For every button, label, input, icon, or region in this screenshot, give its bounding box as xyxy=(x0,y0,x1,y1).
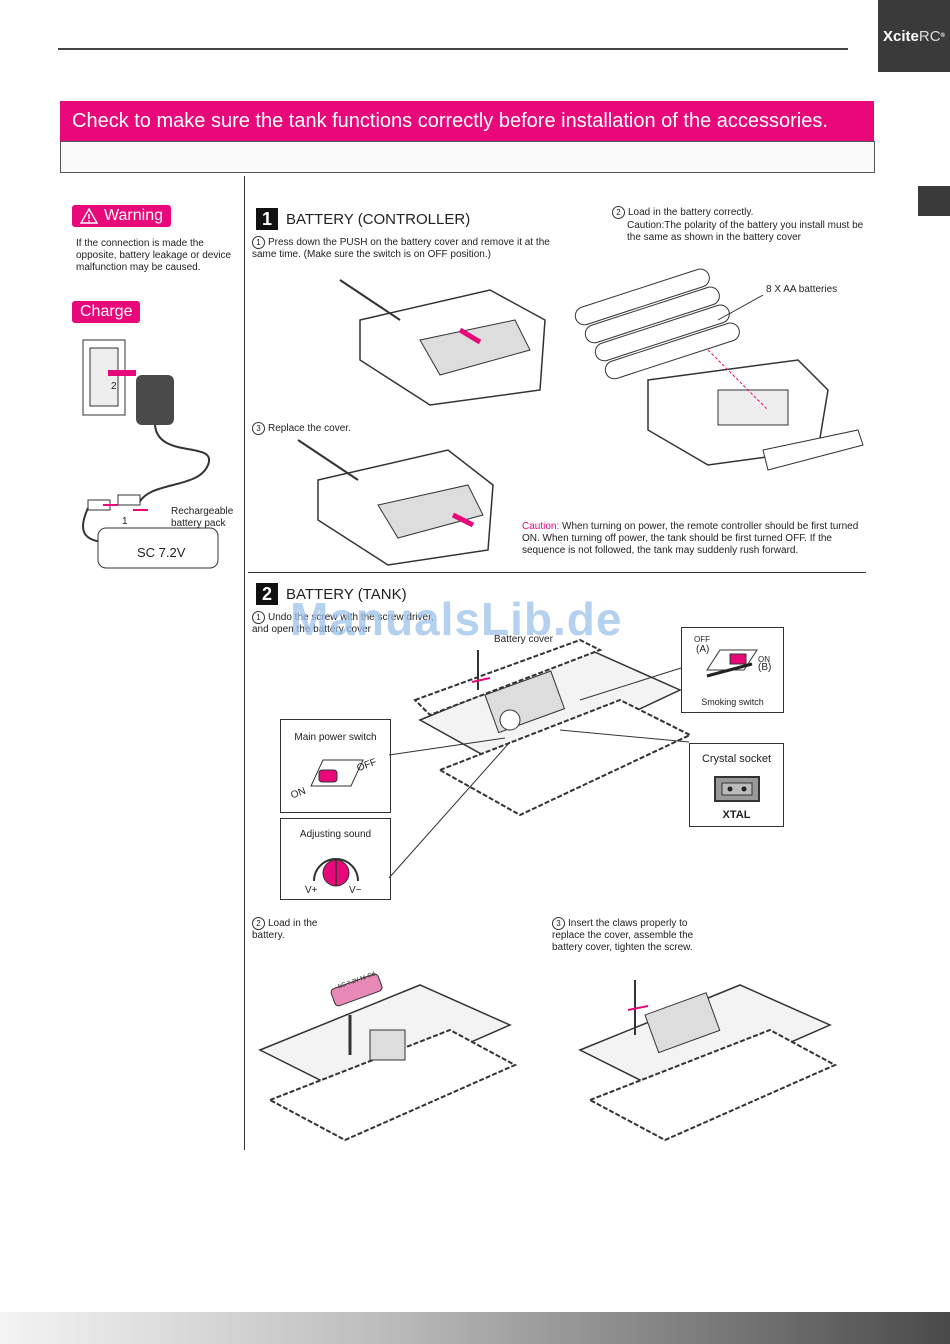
smoking-switch-icon[interactable] xyxy=(702,648,762,678)
batteries-illustration xyxy=(574,268,864,471)
section-divider xyxy=(248,572,866,573)
warning-tag: Warning xyxy=(72,205,171,227)
section1-number: 1 xyxy=(256,208,278,230)
section2-title: 2 BATTERY (TANK) xyxy=(256,583,407,605)
column-divider xyxy=(244,176,245,1150)
batteries-label: 8 X AA batteries xyxy=(766,284,838,295)
page-banner: Check to make sure the tank functions co… xyxy=(60,101,874,141)
crystal-xtal: XTAL xyxy=(722,809,751,821)
crystal-label: Crystal socket xyxy=(701,753,772,765)
banner-subbar xyxy=(60,141,875,173)
smoking-b: (B) xyxy=(758,662,772,673)
adjusting-minus: V− xyxy=(349,885,362,896)
section1-polarity-caution-label: Caution: xyxy=(627,220,665,231)
warning-text: If the connection is made the opposite, … xyxy=(76,238,232,273)
tank-close-cover-illustration xyxy=(578,980,838,1142)
main-power-switch-icon[interactable] xyxy=(303,758,364,798)
section1-caution: Caution: When turning on power, the remo… xyxy=(522,521,872,557)
adjusting-sound-box: Adjusting sound V+ V− xyxy=(280,818,391,900)
warning-icon xyxy=(79,207,99,224)
battery-cover-label: Battery cover xyxy=(494,634,553,645)
main-power-label: Main power switch xyxy=(294,732,377,743)
brand-name-light: RC xyxy=(918,27,941,45)
section2-step2-num: 2 xyxy=(252,917,265,930)
section1-step1-text: Press down the PUSH on the battery cover… xyxy=(252,237,550,261)
charge-step-2: 2 xyxy=(111,381,117,392)
adjusting-label: Adjusting sound xyxy=(299,829,372,840)
smoking-switch-label: Smoking switch xyxy=(701,697,764,707)
tank-load-battery-illustration xyxy=(258,973,518,1142)
tank-open-illustration xyxy=(413,638,693,817)
section1-title: 1 BATTERY (CONTROLLER) xyxy=(256,208,470,230)
warning-label: Warning xyxy=(104,207,163,224)
section2-number: 2 xyxy=(256,583,278,605)
main-power-switch-box: Main power switch ON OFF xyxy=(280,719,391,813)
smoking-on: ON xyxy=(758,655,770,664)
section1-step3-text: Replace the cover. xyxy=(268,423,351,435)
section1-title-text: BATTERY (CONTROLLER) xyxy=(286,210,471,228)
section2-step1-text: Undo the screw with the screw driver, an… xyxy=(252,612,434,636)
section2-step3-num: 3 xyxy=(552,917,565,930)
smoking-switch-box: OFF (A) ON (B) Smoking switch xyxy=(681,627,784,713)
charge-tag: Charge xyxy=(72,301,141,323)
section1-step3-num: 3 xyxy=(252,422,265,435)
charger-illustration xyxy=(82,339,219,569)
smoking-a: (A) xyxy=(696,644,710,655)
section2-title-text: BATTERY (TANK) xyxy=(286,585,407,603)
header-rule xyxy=(58,48,848,50)
side-tab xyxy=(918,186,950,216)
section2-step3-text: Insert the claws properly to replace the… xyxy=(552,918,694,954)
section1-polarity-caution: Caution:The polarity of the battery you … xyxy=(627,220,867,244)
volume-knob-icon[interactable] xyxy=(311,849,361,889)
smoking-off: OFF xyxy=(694,635,710,644)
controller-closed-illustration xyxy=(297,439,494,566)
brand-name-bold: Xcite xyxy=(883,27,919,45)
watermark: ManualsLib.de xyxy=(290,593,623,645)
charge-step-1: 1 xyxy=(122,516,128,527)
section1-step2-num: 2 xyxy=(612,206,625,219)
section2-step2-text: Load in the battery. xyxy=(252,918,318,942)
section1-polarity-caution-text: The polarity of the battery you install … xyxy=(627,220,864,243)
controller-open-illustration xyxy=(339,279,546,406)
section1-step2-text: Load in the battery correctly. xyxy=(628,207,754,219)
adjusting-plus: V+ xyxy=(305,885,318,896)
footer-bar xyxy=(0,1312,950,1344)
crystal-socket-icon xyxy=(714,776,760,802)
brand-mark: ® xyxy=(940,33,945,39)
section1-caution-label: Caution: xyxy=(522,521,560,532)
crystal-socket-box: Crystal socket XTAL xyxy=(689,743,784,827)
charge-pack-text: SC 7.2V xyxy=(137,545,186,560)
section1-caution-text: When turning on power, the remote contro… xyxy=(522,521,859,556)
charge-pack-label: Rechargeable battery pack xyxy=(171,506,234,529)
